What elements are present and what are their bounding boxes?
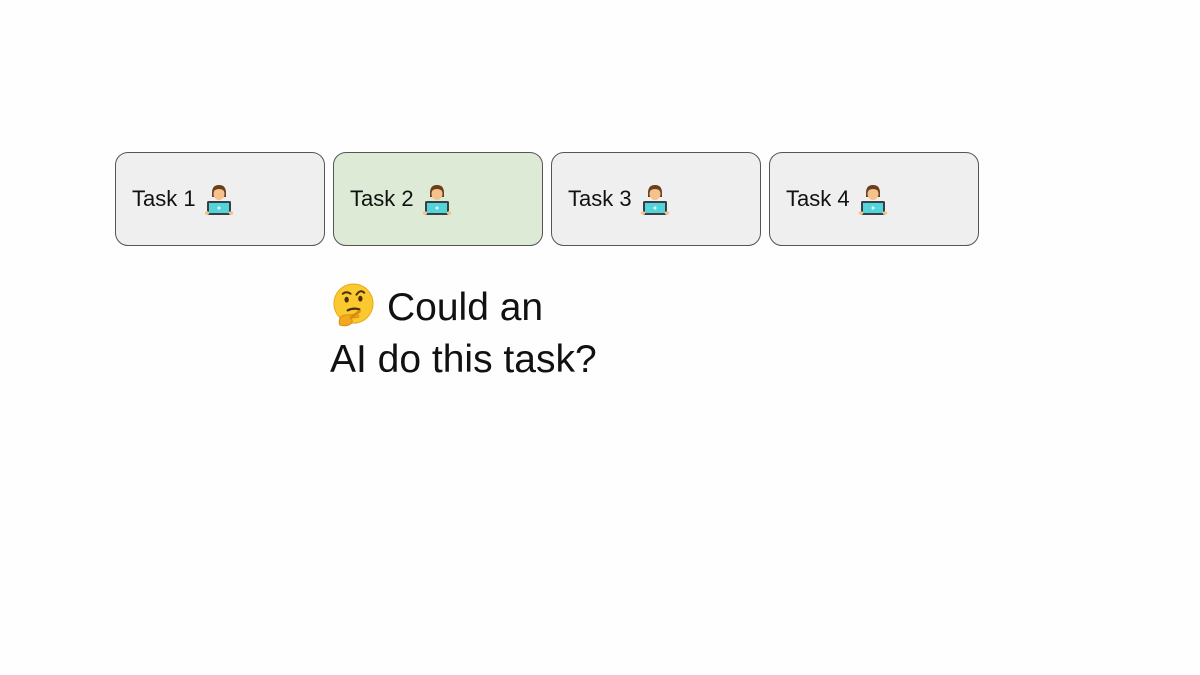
task-card-4: Task 4: [769, 152, 979, 246]
technologist-icon: [858, 183, 888, 215]
thinking-face-icon: [330, 282, 377, 329]
task-label: Task 2: [350, 186, 414, 211]
task-label: Task 3: [568, 186, 632, 211]
task-label: Task 4: [786, 186, 850, 211]
technologist-icon: [422, 183, 452, 215]
question-line-1: Could an: [330, 282, 650, 334]
technologist-icon: [204, 183, 234, 215]
question-text: Could an AI do this task?: [330, 282, 650, 386]
question-line-1-text: Could an: [387, 286, 544, 329]
task-row: Task 1 Task 2 Task 3 Task 4: [115, 152, 979, 246]
question-line-2: AI do this task?: [330, 338, 597, 381]
task-card-2: Task 2: [333, 152, 543, 246]
task-card-3: Task 3: [551, 152, 761, 246]
task-card-1: Task 1: [115, 152, 325, 246]
technologist-icon: [640, 183, 670, 215]
task-label: Task 1: [132, 186, 196, 211]
